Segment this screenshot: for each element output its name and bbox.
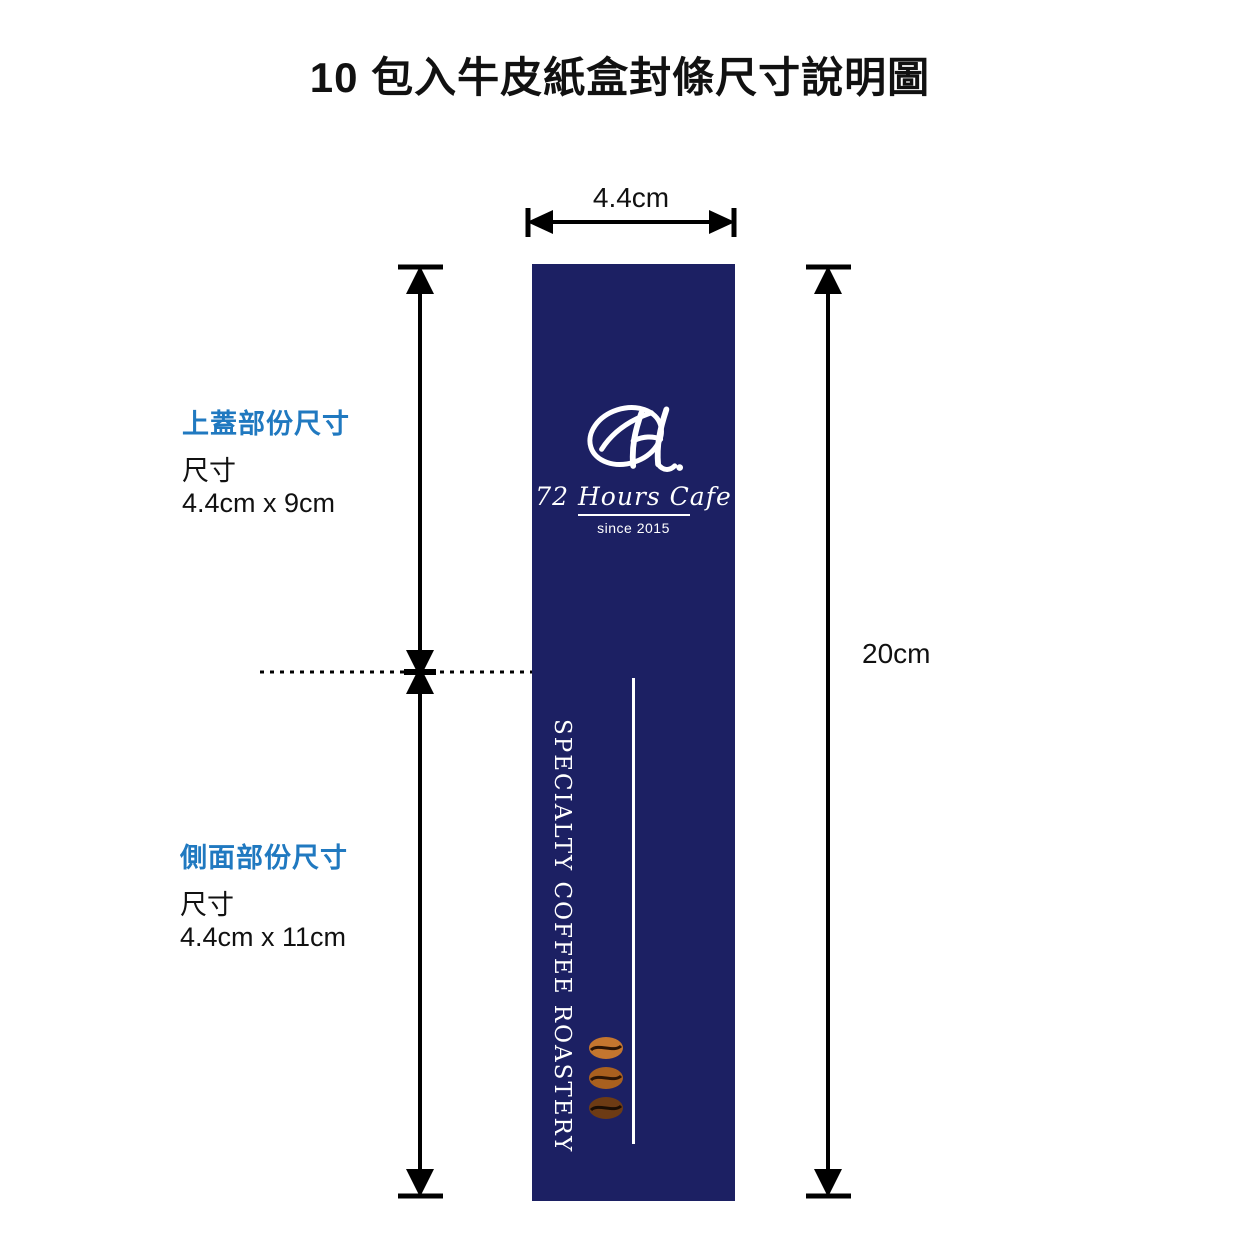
seal-tagline-vertical: SPECIALTY COFFEE ROASTERY xyxy=(549,719,575,1154)
annotation-lid-value: 4.4cm x 9cm xyxy=(182,488,336,518)
width-dimension-line xyxy=(525,208,737,237)
logo-divider xyxy=(577,514,690,516)
total-height-dimension-line xyxy=(806,264,851,1199)
annotation-lid-section: 上蓋部份尺寸 尺寸 4.4cm x 9cm xyxy=(182,402,350,519)
coffee-bean-group xyxy=(588,1036,624,1126)
brand-logo: 72 Hours Cafe since 2015 xyxy=(532,394,735,536)
logo-since-text: since 2015 xyxy=(597,520,670,536)
coffee-bean-icon xyxy=(589,1037,623,1059)
left-upper-dimension-line xyxy=(398,264,443,678)
page-title: 10 包入牛皮紙盒封條尺寸說明圖 xyxy=(309,54,931,101)
seal-vertical-rule xyxy=(632,678,635,1144)
annotation-lid-heading: 上蓋部份尺寸 xyxy=(182,409,350,439)
left-lower-dimension-line xyxy=(398,666,443,1199)
width-dimension-label: 4.4cm xyxy=(592,182,670,213)
coffee-bean-icon xyxy=(589,1097,623,1119)
height-dimension-label: 20cm xyxy=(862,638,931,669)
annotation-side-label: 尺寸 xyxy=(180,890,234,920)
logo-wordmark: 72 Hours Cafe xyxy=(535,482,732,511)
annotation-side-heading: 側面部份尺寸 xyxy=(180,843,348,873)
coffee-bean-icon xyxy=(589,1067,623,1089)
annotation-lid-label: 尺寸 xyxy=(182,456,236,486)
annotation-side-value: 4.4cm x 11cm xyxy=(180,922,347,952)
seal-artwork: 72 Hours Cafe since 2015 SPECIALTY COFFE… xyxy=(532,264,735,1201)
annotation-side-section: 側面部份尺寸 尺寸 4.4cm x 11cm xyxy=(180,836,348,953)
monogram-icon xyxy=(586,405,683,472)
